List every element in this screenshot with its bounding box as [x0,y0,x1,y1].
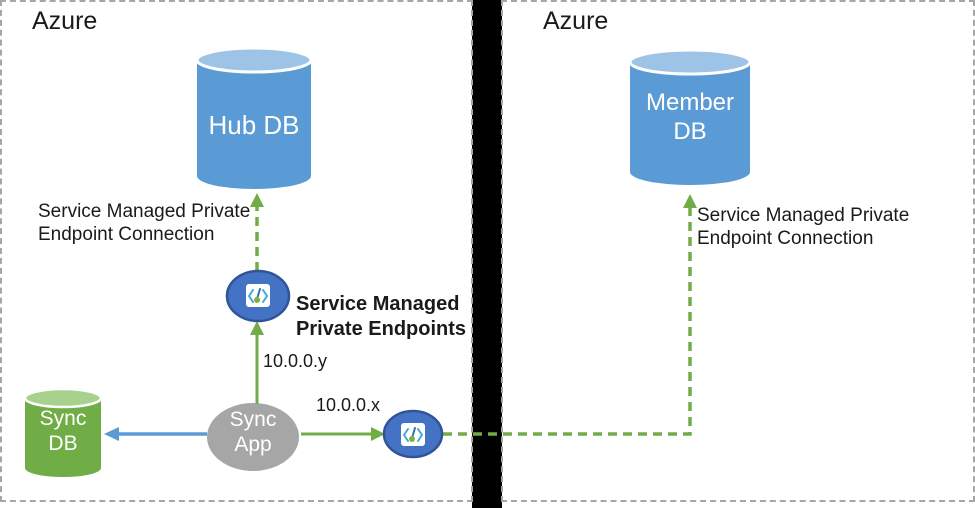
sync-app-to-sync-db-arrow [104,427,207,441]
sync-app-node [207,403,299,471]
private-endpoint-icon [246,284,270,307]
left-connection-label: Service Managed Private Endpoint Connect… [38,201,251,245]
ip-x-label: 10.0.0.x [316,395,381,415]
sync-app-to-endpoint-x-arrow [301,427,385,441]
right-connection-label: Service Managed Private Endpoint Connect… [697,205,910,249]
sync-app-label: Sync App [229,408,277,456]
private-endpoint-icon [401,423,425,446]
left-region-title: Azure [32,7,98,35]
service-managed-private-endpoints-label: Service Managed Private Endpoints [296,293,467,340]
private-endpoint-node-y [225,269,291,323]
sync-app-to-endpoint-y-arrow [250,321,264,404]
member-db-label: Member DB [645,89,735,145]
hub-db-cylinder [195,46,313,189]
right-region-title: Azure [543,7,609,35]
sync-db-cylinder [23,387,103,477]
member-db-cylinder [628,48,752,185]
hub-db-label: Hub DB [208,110,300,140]
azure-region-right [501,0,975,502]
region-divider-bar [472,0,502,508]
azure-region-left [0,0,473,502]
endpoint-to-member-db-dashed-arrow [443,194,697,436]
ip-y-label: 10.0.0.y [263,351,328,371]
sync-db-label: Sync DB [39,407,87,455]
endpoint-to-hub-db-dashed-arrow [250,193,264,271]
private-endpoint-node-x [382,409,444,459]
